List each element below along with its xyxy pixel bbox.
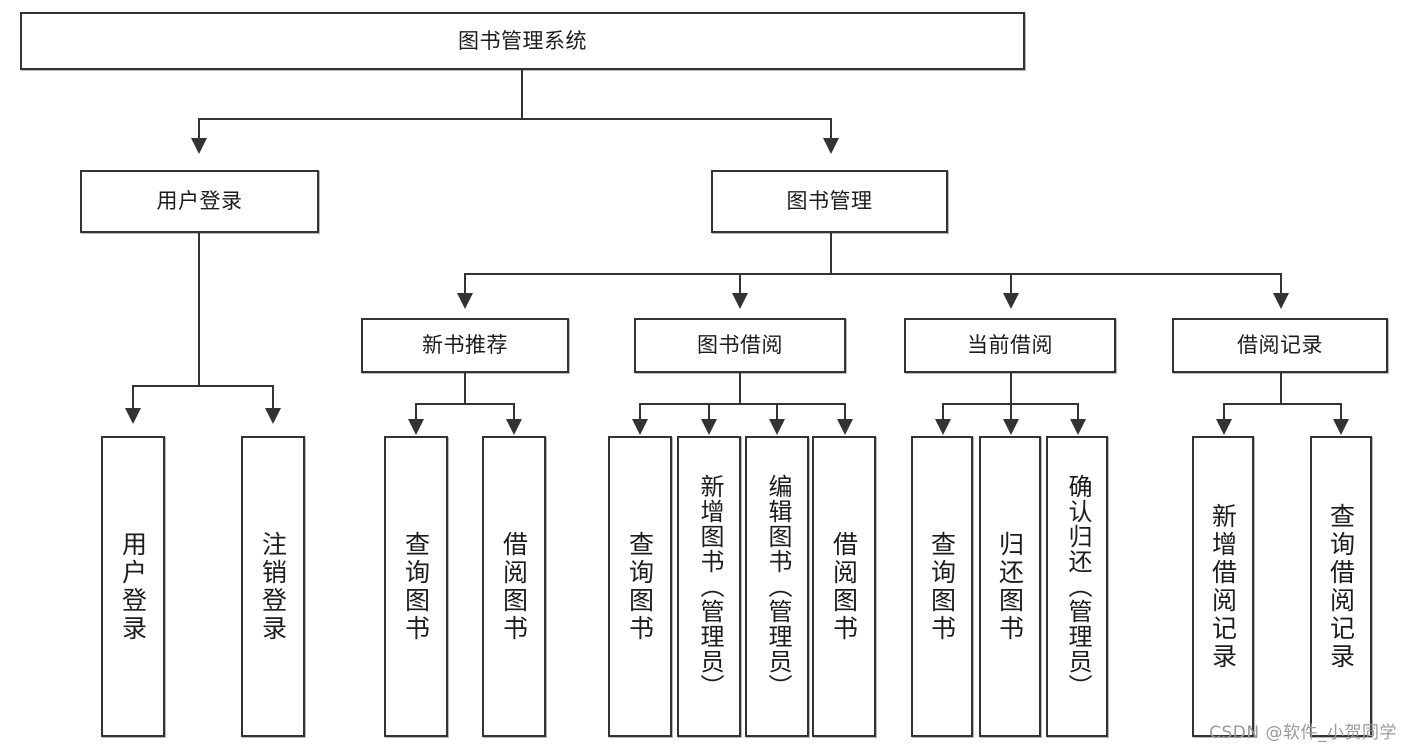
node-label: 图书管理系统 bbox=[458, 28, 587, 53]
connector-to-book-borrow bbox=[739, 273, 741, 295]
connector-book-manage-bus bbox=[464, 273, 1280, 275]
arrowhead-leaf-edit-book bbox=[769, 419, 785, 435]
connector-root-bus bbox=[198, 118, 832, 120]
connector-root-stem bbox=[521, 70, 523, 118]
node-label: 确认归还（管理员） bbox=[1063, 474, 1092, 699]
node-label: 查询图书 bbox=[625, 530, 655, 643]
leaf-query-book-1[interactable]: 查询图书 bbox=[384, 436, 448, 737]
leaf-return-book[interactable]: 归还图书 bbox=[979, 436, 1041, 737]
arrowhead-leaf-borrow-book-1 bbox=[506, 419, 522, 435]
node-label: 新书推荐 bbox=[422, 333, 508, 358]
node-label: 查询借阅记录 bbox=[1326, 502, 1356, 671]
connector-new-book-rec-stem bbox=[464, 373, 466, 403]
node-label: 用户登录 bbox=[118, 530, 148, 643]
arrowhead-leaf-add-record bbox=[1216, 419, 1232, 435]
connector-current-borrow-d3 bbox=[1077, 403, 1079, 421]
connector-borrow-record-bus bbox=[1223, 403, 1342, 405]
leaf-add-borrow-record[interactable]: 新增借阅记录 bbox=[1192, 436, 1254, 737]
node-label: 图书借阅 bbox=[697, 333, 783, 358]
node-label: 新增借阅记录 bbox=[1208, 502, 1238, 671]
connector-book-borrow-stem bbox=[739, 373, 741, 403]
arrowhead-leaf-borrow-book-2 bbox=[837, 419, 853, 435]
connector-current-borrow-stem bbox=[1010, 373, 1012, 403]
connector-new-book-rec-d1 bbox=[415, 403, 417, 421]
node-label: 图书管理 bbox=[786, 189, 873, 214]
csdn-watermark: CSDN @软件_小贺同学 bbox=[1209, 723, 1397, 743]
node-label: 借阅图书 bbox=[499, 530, 529, 643]
leaf-edit-book-admin[interactable]: 编辑图书（管理员） bbox=[745, 436, 809, 737]
arrowhead-leaf-return-book bbox=[1003, 419, 1019, 435]
node-label: 借阅图书 bbox=[829, 530, 859, 643]
connector-book-borrow-d3 bbox=[776, 403, 778, 421]
connector-to-current-borrow bbox=[1010, 273, 1012, 295]
arrowhead-leaf-user-login bbox=[125, 408, 141, 424]
connector-book-borrow-d2 bbox=[708, 403, 710, 421]
connector-current-borrow-d2 bbox=[1010, 403, 1012, 421]
connector-new-book-rec-bus bbox=[415, 403, 515, 405]
arrowhead-leaf-query-book-1 bbox=[408, 419, 424, 435]
leaf-query-book-3[interactable]: 查询图书 bbox=[911, 436, 973, 737]
connector-borrow-record-d2 bbox=[1340, 403, 1342, 421]
connector-to-borrow-record bbox=[1280, 273, 1282, 295]
node-borrow-record[interactable]: 借阅记录 bbox=[1172, 318, 1388, 373]
node-root-book-management-system[interactable]: 图书管理系统 bbox=[20, 12, 1025, 70]
arrowhead-to-borrow-record bbox=[1273, 293, 1289, 309]
connector-current-borrow-d1 bbox=[942, 403, 944, 421]
leaf-confirm-return-admin[interactable]: 确认归还（管理员） bbox=[1046, 436, 1108, 737]
node-label: 当前借阅 bbox=[967, 333, 1053, 358]
leaf-borrow-book-1[interactable]: 借阅图书 bbox=[482, 436, 546, 737]
node-label: 归还图书 bbox=[995, 530, 1025, 643]
connector-borrow-record-d1 bbox=[1223, 403, 1225, 421]
arrowhead-to-book-borrow bbox=[732, 293, 748, 309]
node-new-book-recommendation[interactable]: 新书推荐 bbox=[361, 318, 569, 373]
connector-user-login-bus bbox=[132, 385, 272, 387]
arrowhead-to-current-borrow bbox=[1003, 293, 1019, 309]
connector-new-book-rec-d2 bbox=[513, 403, 515, 421]
leaf-add-book-admin[interactable]: 新增图书（管理员） bbox=[677, 436, 741, 737]
arrowhead-to-user-login bbox=[191, 138, 207, 154]
leaf-query-book-2[interactable]: 查询图书 bbox=[608, 436, 672, 737]
node-book-borrow[interactable]: 图书借阅 bbox=[634, 318, 846, 373]
arrowhead-leaf-query-record bbox=[1333, 419, 1349, 435]
arrowhead-leaf-confirm-return bbox=[1070, 419, 1086, 435]
node-label: 用户登录 bbox=[156, 189, 243, 214]
connector-book-borrow-bus bbox=[639, 403, 845, 405]
node-label: 新增图书（管理员） bbox=[695, 474, 724, 699]
connector-book-borrow-d1 bbox=[639, 403, 641, 421]
node-label: 注销登录 bbox=[258, 530, 288, 643]
arrowhead-leaf-add-book bbox=[701, 419, 717, 435]
connector-root-to-book-manage bbox=[830, 118, 832, 140]
node-user-login[interactable]: 用户登录 bbox=[80, 170, 319, 233]
node-label: 查询图书 bbox=[927, 530, 957, 643]
node-book-management[interactable]: 图书管理 bbox=[711, 170, 948, 233]
arrowhead-to-new-book-rec bbox=[457, 293, 473, 309]
connector-borrow-record-stem bbox=[1280, 373, 1282, 403]
connector-user-login-stem bbox=[198, 233, 200, 385]
node-label: 借阅记录 bbox=[1237, 333, 1323, 358]
leaf-logout-login[interactable]: 注销登录 bbox=[241, 436, 305, 737]
arrowhead-leaf-query-book-3 bbox=[935, 419, 951, 435]
leaf-user-login[interactable]: 用户登录 bbox=[101, 436, 165, 737]
connector-to-new-book-rec bbox=[464, 273, 466, 295]
arrowhead-leaf-query-book-2 bbox=[632, 419, 648, 435]
connector-book-borrow-d4 bbox=[844, 403, 846, 421]
node-current-borrow[interactable]: 当前借阅 bbox=[904, 318, 1116, 373]
connector-user-login-right-drop bbox=[272, 385, 274, 410]
leaf-query-borrow-record[interactable]: 查询借阅记录 bbox=[1310, 436, 1372, 737]
arrowhead-to-book-manage bbox=[823, 138, 839, 154]
node-label: 编辑图书（管理员） bbox=[763, 474, 792, 699]
connector-book-manage-stem bbox=[830, 233, 832, 273]
connector-user-login-left-drop bbox=[132, 385, 134, 410]
arrowhead-leaf-logout bbox=[265, 408, 281, 424]
connector-root-to-user-login bbox=[198, 118, 200, 140]
node-label: 查询图书 bbox=[401, 530, 431, 643]
leaf-borrow-book-2[interactable]: 借阅图书 bbox=[812, 436, 876, 737]
